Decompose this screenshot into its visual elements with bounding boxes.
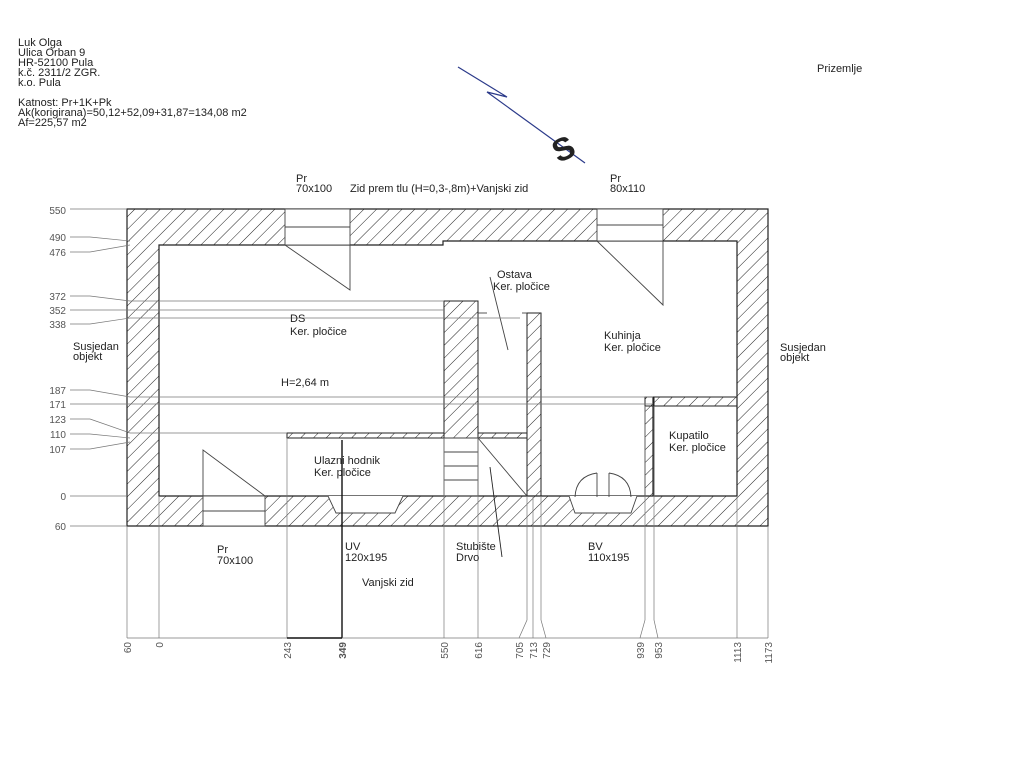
interior-wall-hall	[286, 432, 445, 439]
cadastral-municipality: k.o. Pula	[18, 77, 61, 89]
openings	[202, 208, 664, 527]
dimension-labels-vertical: 550 490 476 372 352 338 187 171 123 110 …	[49, 206, 66, 533]
dim-v-label: 0	[60, 492, 66, 503]
room-stairs-name: Stubište	[456, 541, 496, 553]
neighbour-right-line2: objekt	[780, 352, 809, 364]
floor-area: Af=225,57 m2	[18, 117, 87, 129]
dimension-labels-horizontal: 60 0 243 349 550 616 705 713 729 939 953…	[123, 642, 775, 664]
dim-v-label: 490	[49, 233, 66, 244]
dim-h-label: 953	[654, 642, 665, 659]
dim-h-label: 349	[338, 642, 349, 659]
dim-v-label: 107	[49, 445, 66, 456]
interior-wall-storage	[443, 300, 479, 439]
dim-v-label: 187	[49, 386, 66, 397]
room-hallway-floor: Ker. pločice	[314, 467, 371, 479]
door-entrance-size: 120x195	[345, 552, 387, 564]
dim-h-label: 1173	[764, 642, 775, 664]
neighbour-left-line2: objekt	[73, 351, 102, 363]
dim-h-label: 60	[123, 642, 134, 654]
dim-h-label: 243	[283, 642, 294, 659]
dim-h-label: 939	[636, 642, 647, 659]
corrected-area: Ak(korigirana)=50,12+52,09+31,87=134,08 …	[18, 107, 247, 119]
owner-street: Ulica Orban 9	[18, 47, 86, 59]
window-top-right-type: Pr	[610, 173, 621, 185]
title-block: Luk Olga Ulica Orban 9 HR-52100 Pula k.č…	[18, 37, 247, 129]
dimension-lines-vertical	[70, 208, 653, 527]
north-arrow: S	[457, 66, 586, 170]
dim-v-label: 123	[49, 415, 66, 426]
room-labels: DS Ker. pločice Ostava Ker. pločice Kuhi…	[73, 269, 826, 479]
owner-city: HR-52100 Pula	[18, 57, 94, 69]
interior-wall-bathroom	[644, 396, 738, 407]
neighbour-right-line1: Susjedan	[780, 342, 826, 354]
dimension-lines-horizontal	[126, 406, 769, 639]
dim-h-label: 616	[474, 642, 485, 659]
storeys-info: Katnost: Pr+1K+Pk	[18, 97, 112, 109]
door-balcony-size: 110x195	[588, 552, 629, 564]
window-top-left-size: 70x100	[296, 183, 332, 195]
top-wall-note: Zid prem tlu (H=0,3-,8m)+Vanjski zid	[350, 183, 528, 195]
dim-v-label: 338	[49, 320, 66, 331]
dim-v-label: 171	[49, 400, 66, 411]
dim-h-label: 729	[542, 642, 553, 659]
leader-lines	[489, 466, 503, 558]
cadastral-parcel: k.č. 2311/2 ZGR.	[18, 67, 101, 79]
owner-name: Luk Olga	[18, 37, 63, 49]
room-kitchen-name: Kuhinja	[604, 330, 642, 342]
interior-wall-stair	[477, 432, 528, 439]
neighbour-left-line1: Susjedan	[73, 341, 119, 353]
room-kitchen-floor: Ker. pločice	[604, 342, 661, 354]
bottom-annotations: Pr 70x100 UV 120x195 Vanjski zid Stubišt…	[217, 541, 629, 589]
room-bathroom-floor: Ker. pločice	[669, 442, 726, 454]
dim-v-label: 476	[49, 248, 66, 259]
dim-v-label: 372	[49, 292, 66, 303]
window-top-right-size: 80x110	[610, 183, 645, 195]
door-entrance-type: UV	[345, 541, 361, 553]
dim-v-label: 550	[49, 206, 66, 217]
dim-h-label: 0	[155, 642, 166, 648]
floor-name: Prizemlje	[817, 63, 863, 75]
interior-wall-kitchen	[526, 312, 542, 497]
bottom-wall-note: Vanjski zid	[362, 577, 414, 589]
room-stairs-floor: Drvo	[456, 552, 479, 564]
room-hallway-name: Ulazni hodnik	[314, 455, 381, 467]
north-symbol: S	[546, 128, 581, 170]
dim-h-label: 705	[515, 642, 526, 659]
room-bathroom-name: Kupatilo	[669, 430, 709, 442]
room-living-floor: Ker. pločice	[290, 326, 347, 338]
dim-h-label: 1113	[733, 642, 744, 663]
window-bottom-left-type: Pr	[217, 544, 228, 556]
room-storage-floor: Ker. pločice	[493, 281, 550, 293]
dim-v-label: 110	[50, 430, 66, 441]
top-annotations: Pr 70x100 Zid prem tlu (H=0,3-,8m)+Vanjs…	[296, 173, 645, 195]
window-bottom-left-size: 70x100	[217, 555, 253, 567]
room-living-name: DS	[290, 313, 305, 325]
room-storage-name: Ostava	[497, 269, 533, 281]
window-top-left-type: Pr	[296, 173, 307, 185]
interior-wall-bathroom-side	[644, 396, 655, 497]
door-balcony-type: BV	[588, 541, 603, 553]
dim-h-label: 713	[529, 642, 540, 659]
dim-v-label: 60	[55, 522, 67, 533]
dim-v-label: 352	[49, 306, 66, 317]
dim-h-label: 550	[440, 642, 451, 659]
room-height-label: H=2,64 m	[281, 377, 329, 389]
